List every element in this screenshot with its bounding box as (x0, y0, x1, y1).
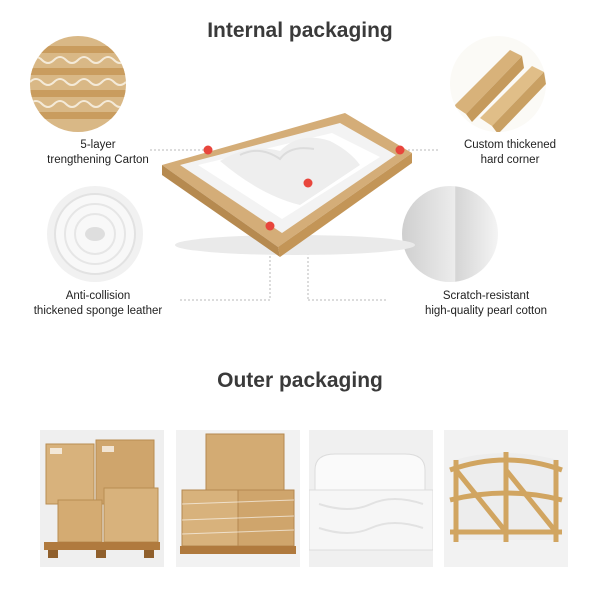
feature-line: trengthening Carton (47, 154, 149, 166)
wooden-crate-photo (444, 430, 568, 567)
feature-line: Anti-collision (65, 290, 131, 302)
packaging-box-illustration (162, 113, 415, 257)
feature-line: Custom thickened (463, 139, 557, 151)
palletized-cartons-photo (40, 430, 164, 567)
feature-line: high-quality pearl cotton (424, 305, 548, 317)
sponge-roll-icon (47, 186, 143, 282)
corrugated-carton-icon (30, 36, 126, 132)
feature-label-corner: Custom thickened hard corner (430, 138, 590, 168)
feature-label-carton: 5-layer trengthening Carton (18, 138, 178, 168)
corner-protector-icon (450, 36, 546, 132)
feature-label-pearl: Scratch-resistant high-quality pearl cot… (386, 289, 586, 319)
feature-label-sponge: Anti-collision thickened sponge leather (18, 289, 178, 319)
feature-line: Scratch-resistant (442, 290, 530, 302)
pearl-cotton-icon (402, 186, 498, 282)
feature-line: thickened sponge leather (33, 305, 163, 317)
internal-packaging-title: Internal packaging (207, 19, 393, 42)
outer-packaging-title: Outer packaging (217, 369, 383, 392)
feature-line: hard corner (480, 154, 540, 166)
feature-line: 5-layer (80, 139, 116, 151)
wrapped-sofa-photo (309, 430, 433, 567)
wrapped-pallet-photo (176, 430, 300, 567)
